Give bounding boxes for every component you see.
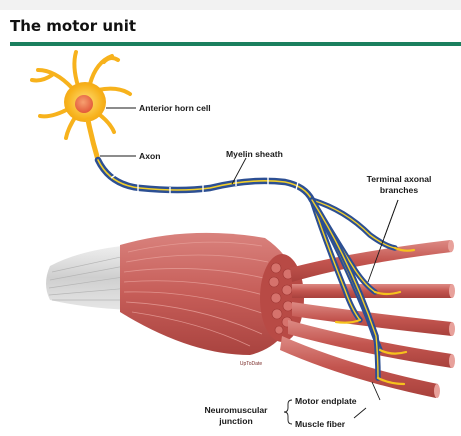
fiber-end-caps: [434, 240, 455, 398]
label-myelin-sheath: Myelin sheath: [226, 149, 283, 159]
muscle-fiber: [290, 240, 452, 282]
axon-hillock: [88, 120, 98, 160]
label-axon: Axon: [139, 151, 160, 161]
label-neuromuscular-line2: junction: [218, 416, 252, 426]
nucleus: [75, 95, 93, 113]
label-anterior-horn-cell: Anterior horn cell: [139, 103, 211, 113]
label-terminal-axonal-line1: Terminal axonal: [367, 174, 432, 184]
label-motor-endplate: Motor endplate: [295, 396, 357, 406]
label-muscle-fiber: Muscle fiber: [295, 419, 346, 429]
label-terminal-axonal-line2: branches: [380, 185, 418, 195]
watermark-logo: UpToDate: [240, 361, 262, 367]
label-neuromuscular-line1: Neuromuscular: [204, 405, 268, 415]
